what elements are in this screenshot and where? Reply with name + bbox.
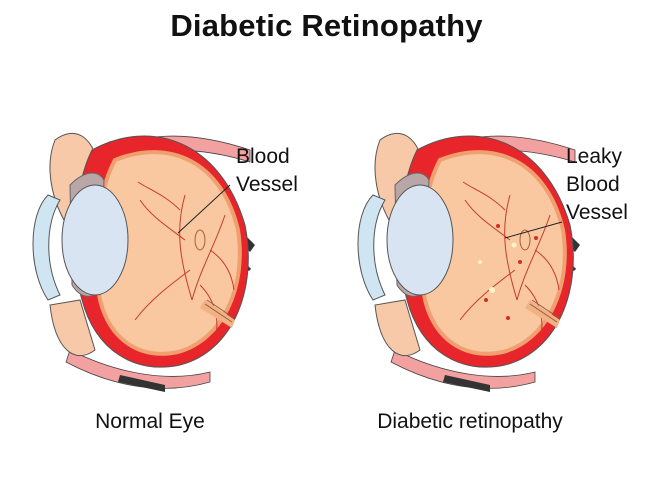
callout-line-2: Blood [566, 171, 628, 199]
cornea [33, 195, 60, 300]
callout-label-diabetic: Leaky Blood Vessel [566, 143, 628, 227]
callout-line-1: Blood [236, 143, 298, 171]
lens [62, 185, 128, 295]
diabetic-eye [358, 133, 580, 392]
callout-line-2: Vessel [236, 171, 298, 199]
callout-label-normal: Blood Vessel [236, 143, 298, 199]
caption-diabetic-retinopathy: Diabetic retinopathy [360, 410, 580, 434]
caption-normal-eye: Normal Eye [70, 410, 230, 434]
callout-line-1: Leaky [566, 143, 628, 171]
normal-eye [33, 133, 255, 392]
callout-line-3: Vessel [566, 199, 628, 227]
